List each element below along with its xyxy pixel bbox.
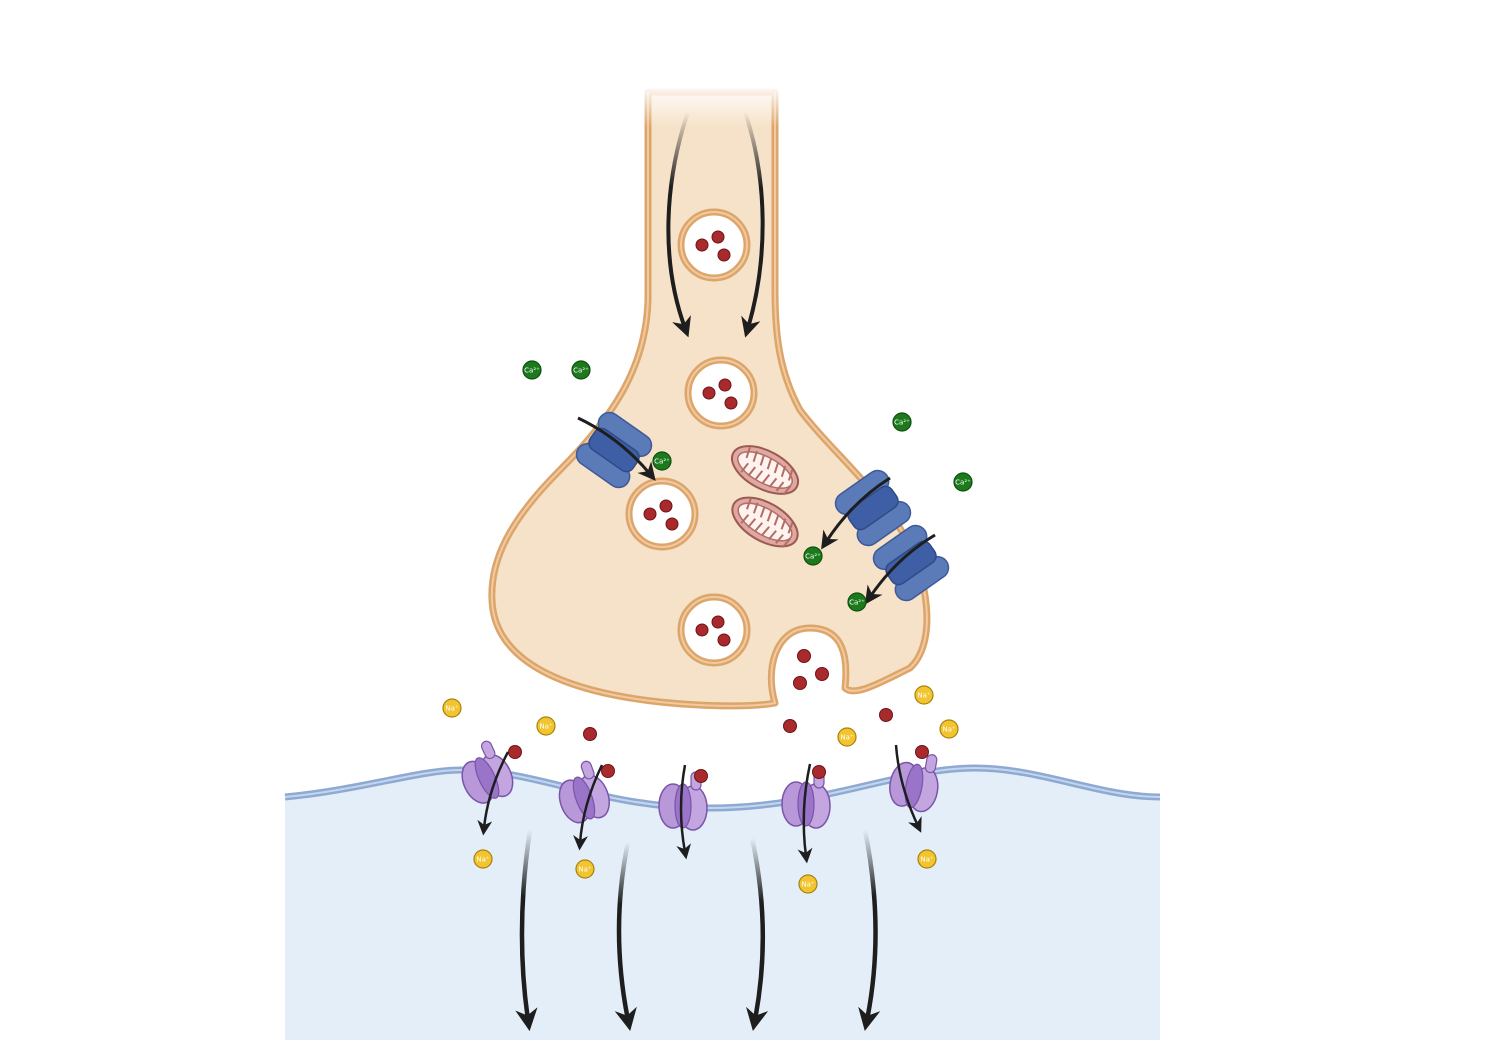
neurotransmitter-icon — [915, 745, 929, 759]
neurotransmitter-icon — [695, 623, 709, 637]
postsynaptic-signal-arrow — [858, 829, 881, 1032]
receptor-icon[interactable] — [550, 758, 615, 851]
neurotransmitter-icon — [812, 765, 826, 779]
calcium-ion-label: Ca²⁺ — [849, 599, 865, 607]
neurotransmitter-icon — [508, 745, 522, 759]
calcium-ion-icon: Ca²⁺ — [652, 451, 672, 471]
sodium-ion-icon: Na⁺ — [939, 719, 959, 739]
calcium-ion-label: Ca²⁺ — [805, 553, 821, 561]
calcium-channel-icon — [821, 469, 912, 550]
neurotransmitter-icon — [718, 378, 732, 392]
sodium-ion-label: Na⁺ — [917, 692, 931, 700]
sodium-ion-label: Na⁺ — [476, 856, 490, 864]
calcium-ion-label: Ca²⁺ — [524, 367, 540, 375]
sodium-ion-label: Na⁺ — [840, 734, 854, 742]
vesicle-icon — [625, 477, 699, 551]
neurotransmitter-icon — [879, 708, 893, 722]
calcium-ion-label: Ca²⁺ — [955, 479, 971, 487]
calcium-ion-icon: Ca²⁺ — [892, 412, 912, 432]
vesicle-icon — [677, 208, 751, 282]
calcium-influx-arrow — [864, 533, 936, 605]
calcium-ion-icon: Ca²⁺ — [847, 592, 867, 612]
calcium-ion-icon: Ca²⁺ — [953, 472, 973, 492]
sodium-ion-icon: Na⁺ — [575, 859, 595, 879]
neurotransmitter-icon — [583, 727, 597, 741]
receptor-icon[interactable] — [886, 744, 943, 833]
sodium-influx-arrow — [477, 751, 510, 836]
sodium-ion-label: Na⁺ — [578, 866, 592, 874]
calcium-ion-icon: Ca²⁺ — [571, 360, 591, 380]
mitochondrion-icon — [730, 445, 800, 496]
neurotransmitter-icon — [711, 230, 725, 244]
neurotransmitter-icon — [724, 396, 738, 410]
calcium-ion-label: Ca²⁺ — [894, 419, 910, 427]
sodium-ion-icon: Na⁺ — [473, 849, 493, 869]
neurotransmitter-icon — [702, 386, 716, 400]
sodium-ion-icon: Na⁺ — [536, 716, 556, 736]
postsynaptic-region — [285, 768, 1160, 1040]
neurotransmitter-icon — [665, 517, 679, 531]
postsynaptic-signal-arrow — [515, 829, 538, 1032]
sodium-ion-label: Na⁺ — [445, 705, 459, 713]
neurotransmitter-icon — [695, 238, 709, 252]
receptor-icon[interactable] — [781, 763, 831, 864]
neurotransmitter-icon — [717, 248, 731, 262]
calcium-channel-icon — [864, 524, 950, 605]
neurotransmitter-icon — [694, 769, 708, 783]
sodium-ion-label: Na⁺ — [801, 881, 815, 889]
sodium-influx-arrow — [573, 764, 604, 851]
neurotransmitter-icon — [643, 507, 657, 521]
calcium-channel-icon — [575, 411, 656, 489]
calcium-ion-icon: Ca²⁺ — [522, 360, 542, 380]
vesicle-icon — [684, 356, 758, 430]
neurotransmitter-icon — [793, 676, 807, 690]
neurotransmitter-icon — [659, 499, 673, 513]
sodium-influx-arrow — [797, 763, 813, 864]
postsynaptic-signal-arrow — [746, 837, 769, 1032]
receptor-icon[interactable] — [451, 737, 522, 836]
mitochondrion-icon — [731, 496, 799, 548]
sodium-ion-icon: Na⁺ — [442, 698, 462, 718]
neurotransmitter-icon — [783, 719, 797, 733]
calcium-ion-icon: Ca²⁺ — [803, 546, 823, 566]
sodium-ion-icon: Na⁺ — [914, 685, 934, 705]
axon-signal-arrow — [741, 111, 765, 338]
sodium-influx-arrow — [676, 764, 692, 860]
calcium-influx-arrow — [577, 416, 656, 481]
receptor-icon[interactable] — [658, 764, 708, 860]
sodium-ion-icon: Na⁺ — [917, 849, 937, 869]
calcium-influx-arrow — [821, 476, 891, 550]
postsynaptic-signal-arrow — [614, 841, 637, 1032]
calcium-ion-label: Ca²⁺ — [654, 458, 670, 466]
vesicle-icon — [677, 593, 751, 667]
sodium-ion-label: Na⁺ — [920, 856, 934, 864]
neurotransmitter-icon — [717, 633, 731, 647]
sodium-ion-icon: Na⁺ — [798, 874, 818, 894]
axon-signal-arrow — [666, 111, 691, 338]
neurotransmitter-icon — [601, 764, 615, 778]
sodium-ion-icon: Na⁺ — [837, 727, 857, 747]
sodium-ion-label: Na⁺ — [942, 726, 956, 734]
sodium-influx-arrow — [894, 744, 922, 833]
sodium-ion-label: Na⁺ — [539, 723, 553, 731]
neurotransmitter-icon — [711, 615, 725, 629]
neurotransmitter-icon — [797, 649, 811, 663]
neurotransmitter-icon — [815, 667, 829, 681]
calcium-ion-label: Ca²⁺ — [573, 367, 589, 375]
